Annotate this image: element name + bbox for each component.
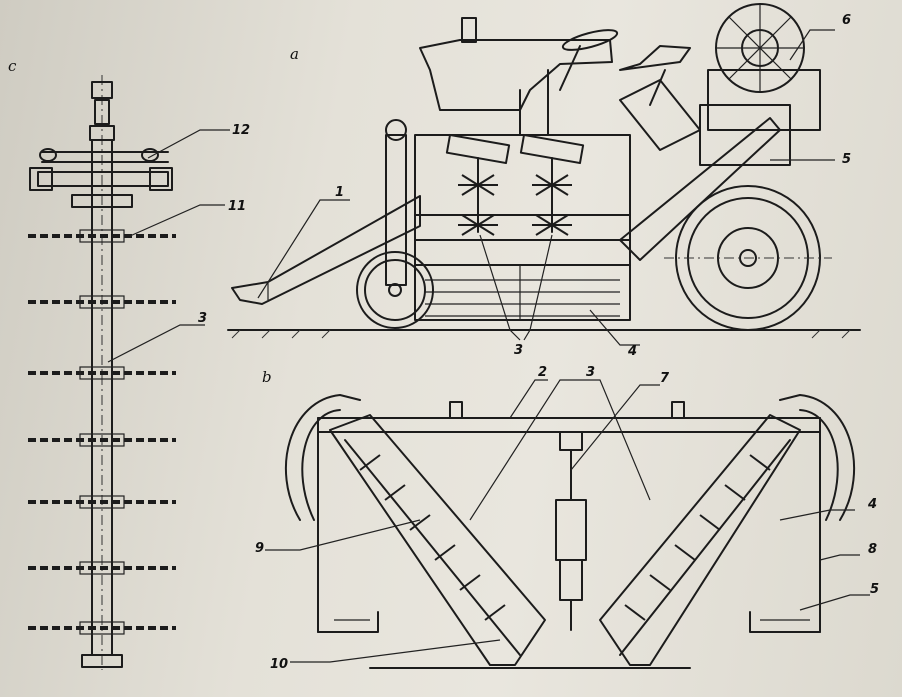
panel-label-a: a <box>290 45 299 63</box>
callout-7: 7 <box>660 371 670 386</box>
panel-a-drawing <box>227 3 861 346</box>
callout-11: 11 <box>228 199 246 214</box>
callout-8: 8 <box>868 542 877 557</box>
callout-4-a: 4 <box>627 344 637 359</box>
callout-1: 1 <box>335 185 344 200</box>
panel-c-drawing <box>28 75 230 670</box>
callout-3-a: 3 <box>514 343 523 358</box>
callout-4-b: 4 <box>867 497 877 512</box>
callout-9: 9 <box>255 541 264 556</box>
panel-label-b: b <box>262 368 272 386</box>
callout-6: 6 <box>842 13 851 28</box>
callout-2: 2 <box>538 365 547 380</box>
callout-3-c: 3 <box>198 311 207 326</box>
callout-5-b: 5 <box>870 582 879 597</box>
panel-label-c: c <box>8 57 17 75</box>
callout-3-b: 3 <box>586 365 595 380</box>
panel-b-drawing <box>265 379 870 669</box>
callout-5-a: 5 <box>842 152 851 167</box>
callout-10: 10 <box>270 657 288 672</box>
callout-12: 12 <box>232 123 250 138</box>
